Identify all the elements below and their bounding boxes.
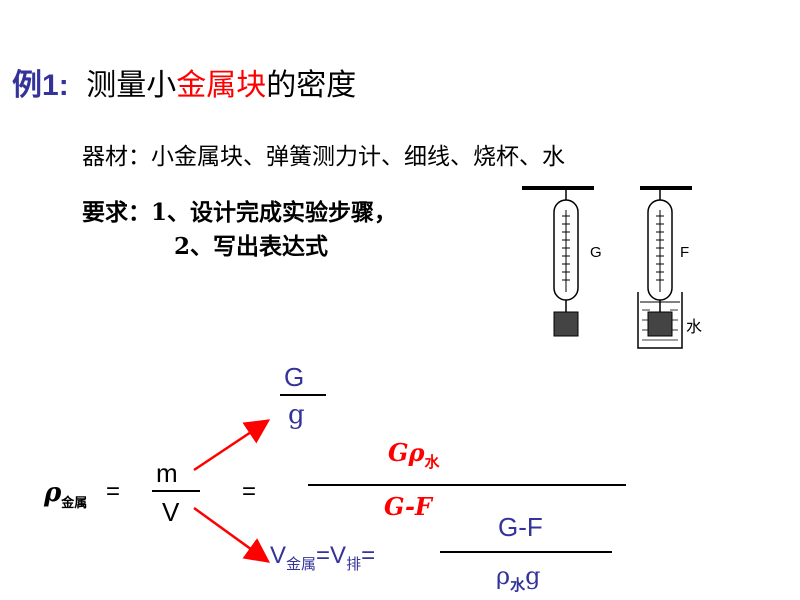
equipment-items: 小金属块、弹簧测力计、细线、烧杯、水	[151, 144, 565, 170]
title-colon: :	[58, 69, 69, 102]
density-symbol: ρ金属	[44, 478, 87, 511]
arrow-to-volume	[193, 506, 271, 563]
fraction-bar-last	[440, 551, 612, 553]
volume-expression: V金属=V排=	[270, 542, 375, 574]
label-g: G	[590, 244, 602, 261]
title-text-highlight: 金属块	[176, 68, 267, 103]
last-denominator: ρ水g	[496, 562, 541, 595]
rho-symbol: ρ	[44, 478, 62, 508]
label-water: 水	[686, 317, 702, 336]
big-numerator-main: Gρ	[388, 438, 425, 467]
fraction-bar-big	[308, 484, 626, 486]
big-denominator: G-F	[384, 492, 432, 521]
volume-eq-end: =	[361, 542, 376, 569]
last-den-rho: ρ	[496, 562, 511, 590]
requirement-step-1: 1、设计完成实验步骤，	[151, 199, 398, 226]
last-numerator: G-F	[498, 512, 543, 542]
equals-1: =	[106, 478, 121, 505]
volume-sub-displaced: 排	[346, 556, 362, 573]
page-title: 例1: 测量小金属块的密度	[12, 66, 356, 106]
volume-eq-v: =V	[316, 542, 347, 569]
requirement-label: 要求：	[82, 199, 151, 226]
title-text-before: 测量小	[76, 68, 177, 103]
rho-subscript: 金属	[61, 496, 88, 511]
fraction-bar-m-v	[152, 490, 200, 492]
spring-scale-in-air: G	[522, 186, 602, 337]
mass-symbol: m	[156, 458, 178, 488]
derivation-arrows	[193, 419, 271, 563]
equipment-line: 器材：小金属块、弹簧测力计、细线、烧杯、水	[82, 142, 565, 172]
arrow-to-mass	[193, 419, 271, 472]
volume-symbol: V	[162, 497, 180, 527]
volume-sub-metal: 金属	[286, 556, 317, 573]
volume-v: V	[270, 542, 287, 569]
fraction-bar-g	[280, 394, 326, 396]
spring-scale-in-water: F 水	[637, 186, 702, 349]
requirement-line-1: 要求：1、设计完成实验步骤，	[82, 198, 397, 228]
example-number: 例1	[12, 69, 59, 102]
big-numerator: Gρ水	[388, 438, 439, 472]
big-numerator-sub: 水	[424, 453, 440, 471]
requirement-step-2: 2、写出表达式	[174, 233, 329, 260]
label-f: F	[680, 244, 689, 261]
equipment-label: 器材：	[82, 144, 151, 170]
last-den-g: g	[525, 562, 541, 590]
gravity-denominator: g	[288, 400, 305, 430]
title-text-after: 的密度	[266, 68, 357, 103]
equals-2: =	[242, 478, 257, 505]
last-den-sub: 水	[510, 576, 526, 594]
spring-scale-figure: G F 水	[522, 186, 702, 349]
weight-numerator: G	[284, 362, 305, 392]
